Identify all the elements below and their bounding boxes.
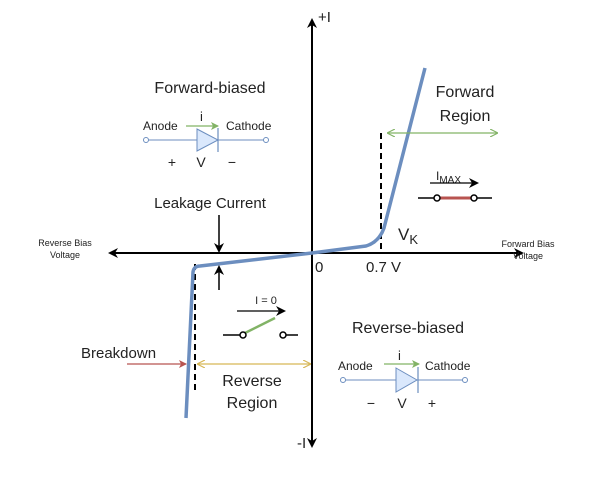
current-label: i: [200, 109, 203, 124]
svg-text:+: +: [428, 395, 436, 411]
reverse-biased-diode: Reverse-biased Anode Cathode i − V +: [338, 320, 471, 411]
iv-curve: [184, 67, 427, 419]
svg-text:−: −: [228, 154, 236, 170]
anode-label: Anode: [338, 359, 373, 373]
forward-biased-title: Forward-biased: [154, 80, 265, 97]
i-zero-label: I = 0: [255, 295, 277, 307]
knee-label: VK: [398, 225, 418, 247]
diode-icon: [395, 367, 419, 393]
diode-icon: [196, 128, 220, 152]
forward-biased-diode: Forward-biased Anode Cathode i + V −: [143, 80, 272, 170]
origin-label: 0: [315, 259, 323, 276]
svg-text:−: −: [367, 395, 375, 411]
imax-label: IMAX: [436, 169, 461, 186]
cathode-label: Cathode: [425, 359, 471, 373]
svg-text:V: V: [196, 154, 206, 170]
leakage-current-label: Leakage Current: [154, 195, 267, 212]
svg-text:+: +: [168, 154, 176, 170]
knee-voltage-label: 0.7 V: [366, 259, 401, 276]
breakdown-label: Breakdown: [81, 345, 156, 362]
open-switch-icon: [223, 316, 298, 339]
closed-switch-icon: [418, 194, 492, 202]
y-neg-label: -I: [297, 435, 306, 452]
cathode-label: Cathode: [226, 119, 272, 133]
current-label: i: [398, 348, 401, 363]
reverse-biased-title: Reverse-biased: [352, 320, 464, 337]
svg-text:V: V: [397, 395, 407, 411]
anode-label: Anode: [143, 119, 178, 133]
y-pos-label: +I: [318, 9, 331, 26]
